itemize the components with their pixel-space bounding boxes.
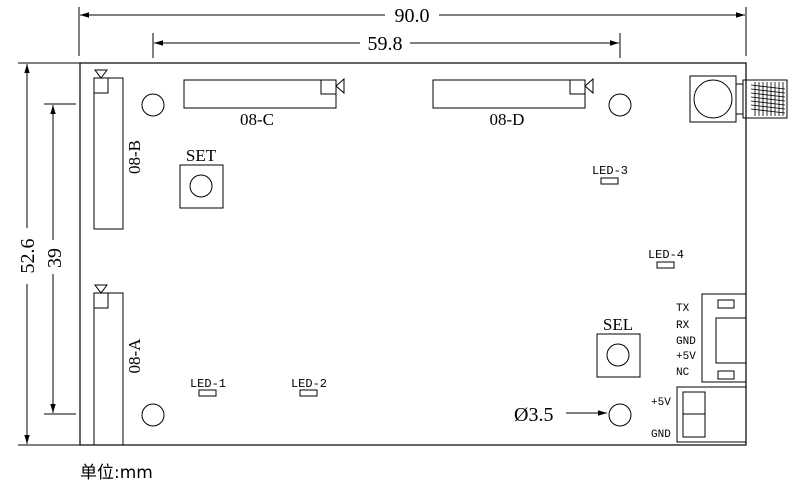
uart-pin-tx: TX: [676, 303, 690, 315]
connector-label-08-b: 08-B: [125, 140, 144, 174]
power-pin-5v: +5V: [651, 397, 671, 409]
uart-pin-5v: +5V: [676, 351, 696, 363]
led-2: [299, 389, 318, 397]
led-3: [600, 177, 619, 185]
uart-pin-rx: RX: [676, 320, 690, 332]
uart-pin-labels: TX RX GND +5V NC: [676, 303, 696, 379]
mounting-hole-bottom-right: [608, 403, 632, 427]
connector-08-d: [432, 77, 594, 109]
connector-label-08-a: 08-A: [125, 338, 144, 374]
dimension-label-width: 90.0: [395, 5, 430, 27]
power-pin-gnd: GND: [651, 429, 671, 441]
unit-label: 单位:mm: [80, 463, 153, 483]
led-3-label: LED-3: [592, 164, 628, 178]
led-2-label: LED-2: [291, 377, 327, 391]
led-4: [656, 261, 675, 269]
power-connector: [676, 386, 747, 443]
mounting-hole-top-left: [141, 93, 165, 117]
dimension-label-hole-spacing-y: 39: [44, 248, 66, 268]
hole-diameter-label: Ø3.5: [514, 404, 553, 426]
set-button-label: SET: [186, 146, 217, 165]
uart-pin-nc: NC: [676, 367, 690, 379]
mounting-hole-bottom-left: [141, 403, 165, 427]
connector-08-a: [93, 284, 124, 446]
dimension-label-height: 52.6: [17, 239, 39, 274]
connector-label-08-d: 08-D: [490, 110, 525, 129]
set-button: [179, 164, 224, 209]
connector-08-b: [93, 69, 124, 230]
led-4-label: LED-4: [648, 248, 684, 262]
uart-pin-gnd: GND: [676, 336, 696, 348]
led-1: [198, 389, 217, 397]
board-outline: [79, 62, 747, 446]
sma-antenna-connector: [689, 75, 788, 123]
mounting-hole-top-right: [608, 93, 632, 117]
connector-label-08-c: 08-C: [240, 110, 274, 129]
dimension-label-hole-spacing-x: 59.8: [368, 33, 403, 55]
connector-08-c: [183, 77, 345, 109]
sel-button: [596, 333, 641, 378]
uart-connector: [701, 293, 747, 383]
sel-button-label: SEL: [603, 315, 633, 334]
led-1-label: LED-1: [190, 377, 226, 391]
